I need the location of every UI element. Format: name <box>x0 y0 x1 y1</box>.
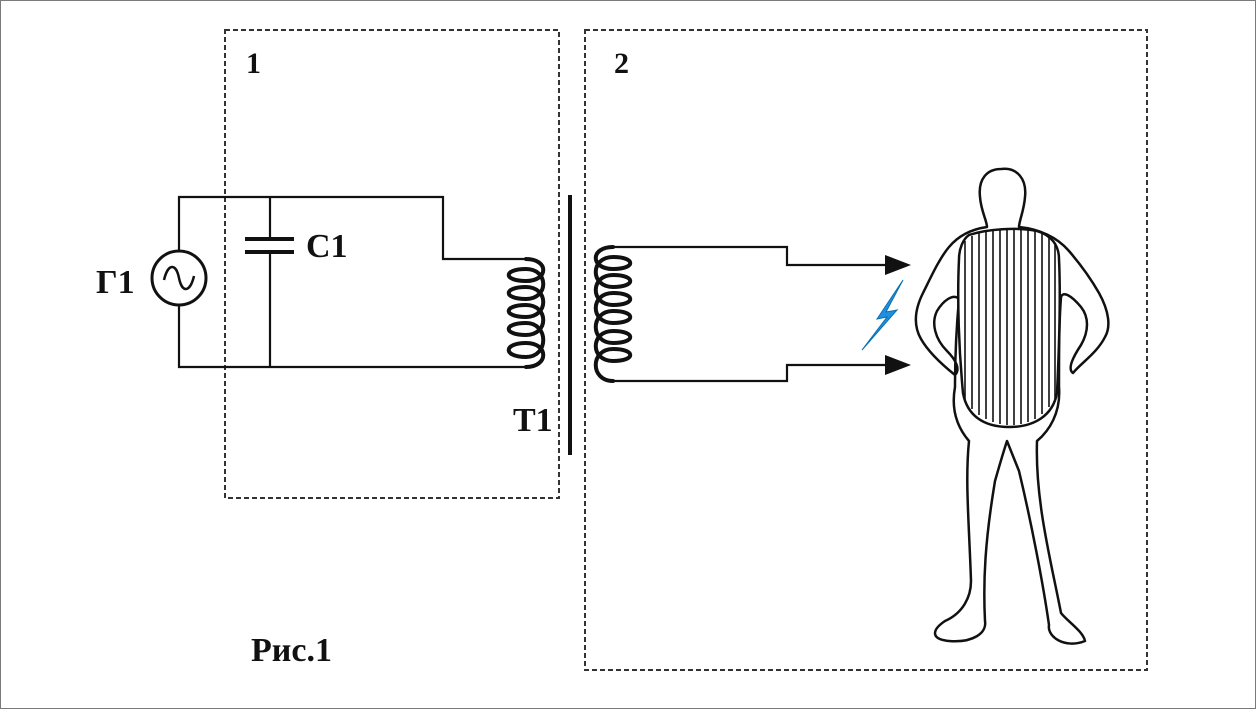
primary-circuit-wires <box>177 195 526 369</box>
capacitor-label: C1 <box>306 228 348 265</box>
secondary-circuit-wires <box>613 245 889 383</box>
human-figure-icon <box>914 167 1110 645</box>
capacitor-icon <box>245 237 294 254</box>
figure-caption: Рис.1 <box>251 632 332 669</box>
lightning-icon <box>861 279 904 351</box>
ac-source-icon <box>150 249 208 307</box>
output-arrow-bottom <box>885 355 911 375</box>
transformer-label: T1 <box>513 402 553 439</box>
output-arrow-top <box>885 255 911 275</box>
generator-label: Г1 <box>96 264 135 301</box>
block-2-boundary <box>584 29 1148 671</box>
block-2-label: 2 <box>614 47 629 80</box>
block-1-boundary <box>224 29 560 499</box>
block-1-label: 1 <box>246 47 261 80</box>
primary-coil-icon <box>506 257 546 369</box>
secondary-coil-icon <box>593 245 633 383</box>
